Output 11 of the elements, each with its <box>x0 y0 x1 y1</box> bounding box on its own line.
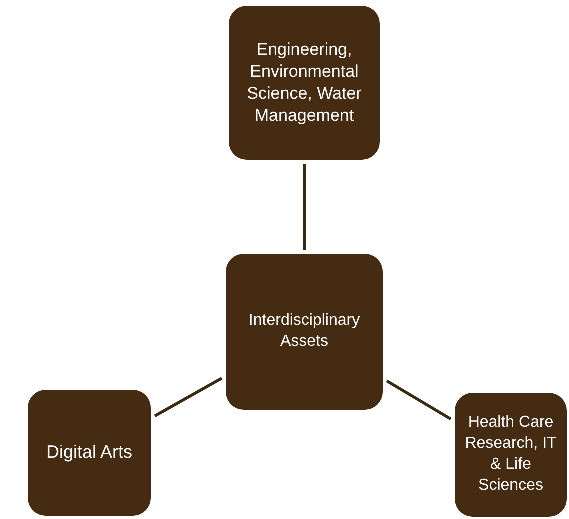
box-label: Engineering, Environmental Science, Water Management <box>246 38 363 128</box>
connector-line <box>154 377 223 418</box>
connector-line <box>303 164 306 250</box>
connector-line <box>386 380 452 421</box>
rounded-box <box>226 254 383 410</box>
rounded-box <box>455 393 567 517</box>
rounded-box <box>28 390 151 516</box>
box-label: Digital Arts <box>46 441 133 464</box>
box-label: Interdisciplinary Assets <box>248 311 362 352</box>
box-label: Health Care Research, IT & Life Sciences <box>464 413 558 496</box>
rounded-box <box>229 6 380 160</box>
